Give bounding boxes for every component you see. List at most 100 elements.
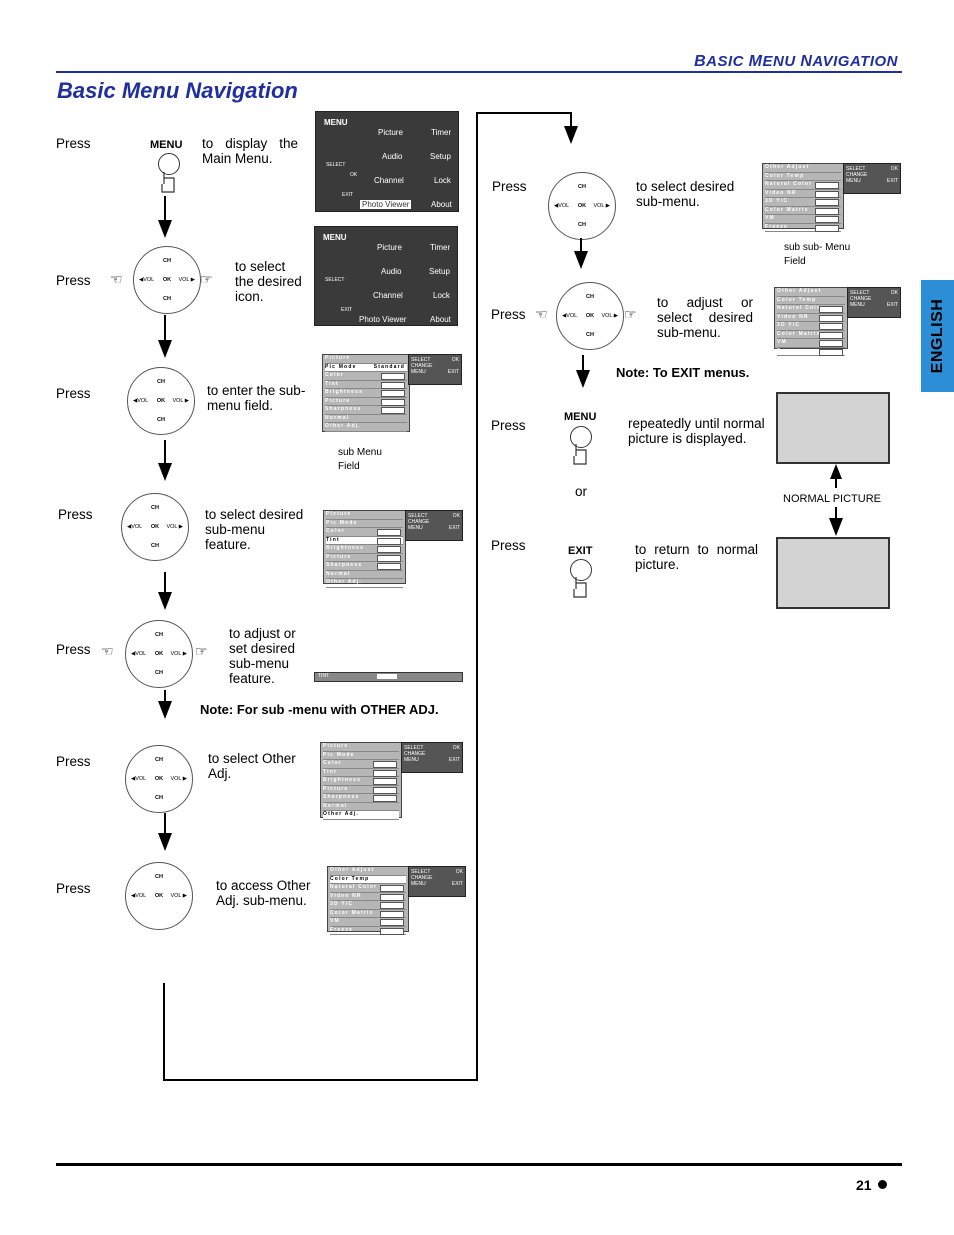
menu-item-picture: Picture xyxy=(378,128,403,137)
press-label: Press xyxy=(491,538,526,553)
flow-line xyxy=(164,813,166,837)
language-tab: ENGLISH xyxy=(921,280,954,392)
menu-item-about: About xyxy=(431,200,452,209)
flow-line xyxy=(582,355,584,373)
down-arrow-icon xyxy=(576,370,590,388)
down-arrow-icon xyxy=(158,592,172,610)
main-menu-screenshot: MENU Picture Timer Audio Setup Channel L… xyxy=(314,226,458,326)
menu-title: MENU xyxy=(324,118,348,127)
note-exit-menus: Note: To EXIT menus. xyxy=(616,365,750,380)
down-arrow-icon xyxy=(158,833,172,851)
press-label: Press xyxy=(491,307,526,322)
hand-left-icon: ☜ xyxy=(535,306,548,322)
flow-line xyxy=(164,440,166,468)
other-adjust-submenu: Other Adjust Color Temp Natural Color Vi… xyxy=(762,163,844,232)
down-arrow-icon xyxy=(158,220,172,238)
caption: sub sub- Menu Field xyxy=(784,242,851,267)
step-description: to select desired sub-menu feature. xyxy=(205,507,304,552)
ok-label: OK xyxy=(350,172,358,178)
hand-right-icon: ☞ xyxy=(200,271,213,287)
remote-pad[interactable]: CH ◀VOL OK VOL ▶ CH xyxy=(125,620,193,688)
press-label: Press xyxy=(56,386,91,401)
remote-pad[interactable]: CH ◀VOL OK VOL ▶ CH xyxy=(125,745,193,813)
flow-line xyxy=(580,238,582,254)
step-description: to select desired sub-menu. xyxy=(636,179,735,209)
page-number: 21 xyxy=(856,1177,872,1193)
menu-item-channel: Channel xyxy=(374,176,404,185)
caption: sub Menu Field xyxy=(338,447,382,472)
step-description: to select the desired icon. xyxy=(235,259,302,304)
other-adjust-submenu: Other Adjust Color Temp Natural Color Vi… xyxy=(327,866,409,935)
picture-submenu: Picture Pic Mode Color Tint Brightness P… xyxy=(320,742,402,820)
step-description: repeatedly until normal picture is displ… xyxy=(628,416,765,446)
normal-picture-screen xyxy=(776,392,890,464)
flow-line xyxy=(164,572,166,596)
down-arrow-icon xyxy=(564,126,578,144)
flow-line xyxy=(164,196,166,224)
remote-pad[interactable]: CH ◀VOL OK VOL ▶ CH xyxy=(133,246,201,314)
down-arrow-icon xyxy=(829,518,843,536)
flow-line xyxy=(835,478,837,488)
flow-line xyxy=(163,983,165,1081)
footer-rule xyxy=(56,1163,902,1166)
remote-pad[interactable]: CH ◀VOL OK VOL ▶ CH xyxy=(121,493,189,561)
down-arrow-icon xyxy=(574,251,588,269)
down-arrow-icon xyxy=(158,340,172,358)
menu-item-timer: Timer xyxy=(431,128,452,137)
press-label: Press xyxy=(56,642,91,657)
normal-picture-screen xyxy=(776,537,890,609)
down-arrow-icon xyxy=(158,463,172,481)
press-label: Press xyxy=(58,507,93,522)
step-description: to adjust or set desired sub-menu featur… xyxy=(229,626,296,686)
step-description: to display the Main Menu. xyxy=(202,136,298,166)
or-label: or xyxy=(575,484,588,499)
bullet-icon xyxy=(878,1180,887,1189)
main-menu-screenshot: MENU Picture Timer Audio Setup Channel L… xyxy=(315,111,459,212)
remote-pad[interactable]: CH ◀VOL OK VOL ▶ CH xyxy=(548,172,616,240)
normal-picture-label: NORMAL PICTURE xyxy=(783,493,881,505)
section-header: BASIC MENU NAVIGATION xyxy=(694,53,898,70)
menu-item-audio: Audio xyxy=(382,152,403,161)
press-label: Press xyxy=(56,754,91,769)
flow-line xyxy=(476,112,572,114)
step-description: to return to normal picture. xyxy=(635,542,758,572)
menu-button-label: MENU xyxy=(150,139,183,151)
menu-item-lock: Lock xyxy=(434,176,451,185)
page-title: Basic Menu Navigation xyxy=(57,78,298,103)
press-label: Press xyxy=(56,136,91,151)
flow-line xyxy=(570,112,572,130)
down-arrow-icon xyxy=(158,701,172,719)
flow-line xyxy=(835,507,837,519)
hand-right-icon: ☞ xyxy=(195,643,208,659)
remote-pad[interactable]: CH ◀VOL OK VOL ▶ CH xyxy=(556,282,624,350)
exit-button-label: EXIT xyxy=(568,545,593,557)
press-label: Press xyxy=(56,881,91,896)
menu-button[interactable] xyxy=(158,153,180,175)
hand-icon xyxy=(161,172,175,193)
exit-label: EXIT xyxy=(342,192,354,198)
remote-pad[interactable]: CH ◀VOL OK VOL ▶ xyxy=(125,862,193,930)
up-arrow-icon xyxy=(830,464,842,479)
menu-item-photo-viewer: Photo Viewer xyxy=(360,200,412,209)
remote-pad[interactable]: CH ◀VOL OK VOL ▶ CH xyxy=(127,367,195,435)
flow-line xyxy=(164,690,166,704)
press-label: Press xyxy=(491,418,526,433)
note-other-adj: Note: For sub -menu with OTHER ADJ. xyxy=(200,702,439,717)
menu-button[interactable] xyxy=(570,426,592,448)
exit-button[interactable] xyxy=(570,559,592,581)
hand-right-icon: ☞ xyxy=(624,306,637,322)
picture-submenu: Picture Pic Mode Color Tint Brightness P… xyxy=(323,510,406,588)
select-label: SELECT xyxy=(326,162,346,168)
hand-icon xyxy=(573,444,587,465)
hand-left-icon: ☜ xyxy=(110,271,123,287)
hand-icon xyxy=(573,577,587,598)
other-adjust-submenu: Other Adjust Color Temp Natural Color Vi… xyxy=(774,287,848,356)
press-label: Press xyxy=(56,273,91,288)
flow-line xyxy=(163,1079,478,1081)
